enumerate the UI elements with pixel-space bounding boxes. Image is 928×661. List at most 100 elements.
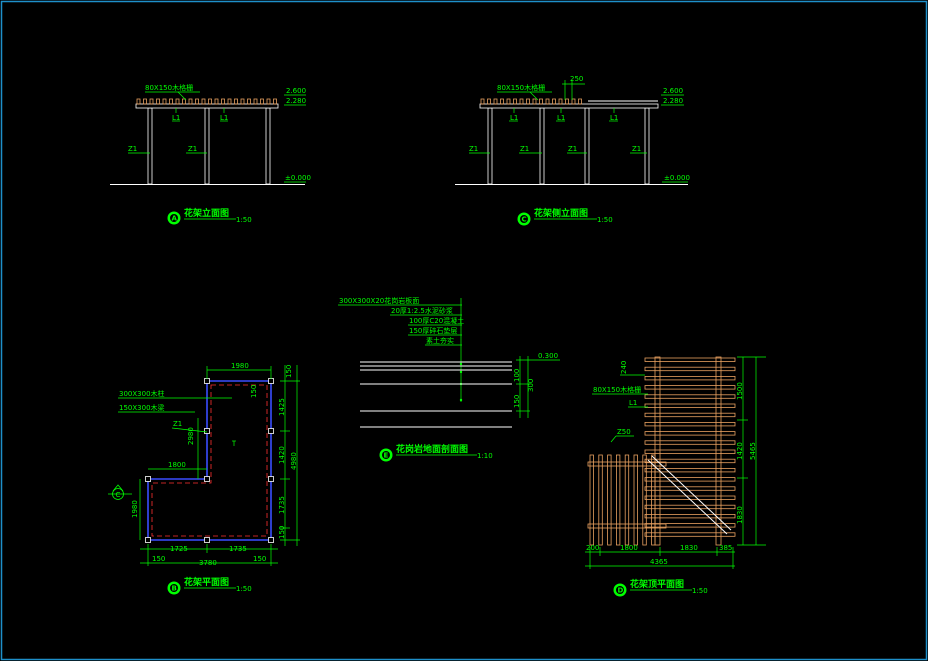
rafter-end [227,98,232,105]
timber-beam [644,523,736,528]
rafter-end [493,98,498,105]
timber-beam [644,403,736,408]
rafter-end [169,98,173,105]
column-node [268,378,274,384]
marker-letter: E [384,452,389,460]
dimension-value: 1830 [680,544,698,552]
rafter-end [182,98,186,105]
leader-line [177,91,187,101]
leader-line [610,435,617,443]
rafter-end [558,98,563,105]
level-top: 2.600 [663,87,683,95]
rafter-end [156,98,160,105]
rafter-end [247,98,251,105]
dimension-value: 4980 [290,452,298,470]
dimension-value: 1425 [278,398,286,416]
dimension-value: 385 [719,544,732,552]
beam-note: 80X150木格栅 [497,83,545,92]
column-tag: Z1 [520,145,529,153]
column [265,107,271,185]
dimension-value: 2980 [187,427,195,445]
timber-beam [644,412,736,418]
timber-rafter [607,454,612,546]
leader-line [529,91,539,101]
level-ground: ±0.000 [285,174,311,182]
timber-beam [644,467,736,473]
dimension-value: 1500 [736,382,744,400]
section-marker-letter: C [116,491,121,499]
rafter-end [260,98,264,105]
rafter-end [136,98,141,105]
rafter-end [221,98,225,105]
column-nodes [145,378,274,543]
dimension-value: 1420 [278,446,286,464]
rafter-end [188,98,193,105]
rafter-end [506,98,511,105]
side-elevation: 80X150木格栅 250 2.600 2.280 L1 L1 L1 Z1 Z1… [455,75,690,226]
dimension-value: 150 [250,385,258,398]
dimension-value: 1735 [278,496,286,514]
layer-note: 素土夯实 [426,336,454,345]
timber-rafters [587,454,667,546]
timber-rafter [624,454,630,546]
rafter-end [539,98,543,105]
rafter-end [565,98,569,105]
rafter-end [545,98,550,105]
column [147,107,153,185]
rafter-end [234,98,238,105]
column-tag: Z1 [188,145,197,153]
cross-beam [587,461,667,467]
timber-beam [644,385,736,390]
column [644,107,650,185]
column-node [268,537,274,543]
column-tag: Z1 [469,145,478,153]
timber-rafter [616,454,621,546]
column-node [145,537,151,543]
rafter-row [480,98,582,105]
timber-rafter [589,454,594,546]
drawing-scale: 1:50 [236,585,252,593]
drawing-title: 花岗岩地面剖面图 [396,443,468,455]
rafter-end [143,98,147,105]
drawing-scale: 1:50 [692,587,708,595]
column-node [204,476,210,482]
main-beam [715,356,722,546]
column-note: Z50 [617,428,631,436]
cross-beam [587,523,667,529]
rafter-end [513,98,517,105]
break-line [647,459,728,535]
rafter-end [487,98,491,105]
dimension-value: 1980 [231,362,249,370]
timber-beam [644,504,736,510]
column [539,107,545,185]
timber-beam [644,394,736,399]
dimension-value: 4365 [650,558,668,566]
beam-note: 80X150木格栅 [145,83,193,92]
timber-beam [644,440,736,445]
timber-rafter [633,454,638,546]
level-ground: ±0.000 [664,174,690,182]
rafter-end [266,98,271,105]
column-node [268,476,274,482]
timber-beam [644,421,736,427]
timber-beams [644,356,736,546]
beam-tag: L1 [610,114,618,122]
beam-tag: L1 [510,114,518,122]
beam [135,103,279,109]
drawing-marker-inner [170,214,178,222]
timber-beam [644,477,736,482]
dimension-value: 150 [152,555,165,563]
layer-note: 20厚1:2.5水泥砂浆 [391,306,453,315]
timber-beam [644,514,736,519]
marker-letter: A [172,215,178,223]
drawing-marker-inner [616,586,624,594]
beam-tag: L1 [557,114,565,122]
level-value: 0.300 [538,352,558,360]
timber-rafter [642,454,647,546]
granite-floor-section: 300X300X20花岗岩板面 20厚1:2.5水泥砂浆 100厚C20混凝土 … [338,296,560,462]
rafter-end [253,98,258,105]
level-beam: 2.280 [286,97,306,105]
dimension-value: 150 [253,555,266,563]
main-beam [654,356,661,546]
